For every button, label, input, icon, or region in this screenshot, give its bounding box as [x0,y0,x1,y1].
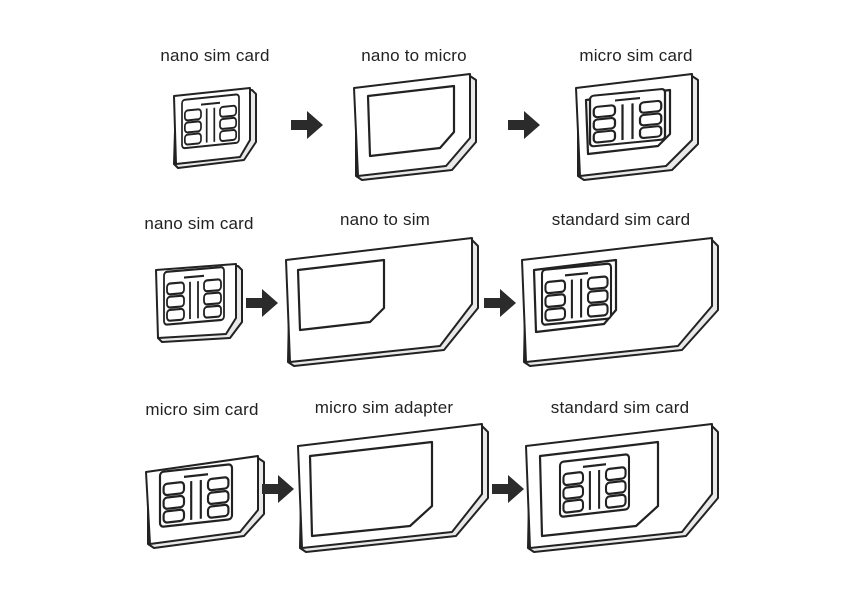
row2-nano-sim-card [155,263,243,343]
right-arrow-icon [492,475,524,503]
right-arrow-icon [246,289,278,317]
sim-chip-icon [181,93,240,150]
right-arrow-icon [262,475,294,503]
row3-micro-sim-card [145,455,265,549]
sim-chip-icon [162,265,226,326]
row3-micro-sim-adapter-label: micro sim adapter [314,398,454,417]
row1-nano-to-micro-adapter [353,73,477,181]
sim-chip-icon [588,87,667,148]
right-arrow-icon [484,289,516,317]
row3-micro-sim-card-label: micro sim card [145,400,259,419]
row1-micro-sim-card [575,73,699,181]
row3-micro-sim-adapter [297,423,489,553]
sim-chip-icon [158,462,234,529]
row1-micro-sim-card-label: micro sim card [579,46,693,65]
row1-nano-sim-card-label: nano sim card [160,46,270,65]
row1-nano-to-micro-label: nano to micro [361,46,467,65]
row2-standard-sim-card-label: standard sim card [551,210,691,229]
row2-nano-sim-card-label: nano sim card [144,214,254,233]
sim-chip-icon [540,262,613,327]
row2-standard-sim-card [521,237,719,367]
row1-nano-sim-card [173,87,257,169]
row3-standard-sim-card-label: standard sim card [550,398,690,417]
right-arrow-icon [291,111,323,139]
row3-standard-sim-card [525,423,719,553]
right-arrow-icon [508,111,540,139]
row2-nano-to-sim-label: nano to sim [339,210,431,229]
sim-chip-icon [558,452,631,519]
row2-nano-to-sim-adapter [285,237,479,367]
